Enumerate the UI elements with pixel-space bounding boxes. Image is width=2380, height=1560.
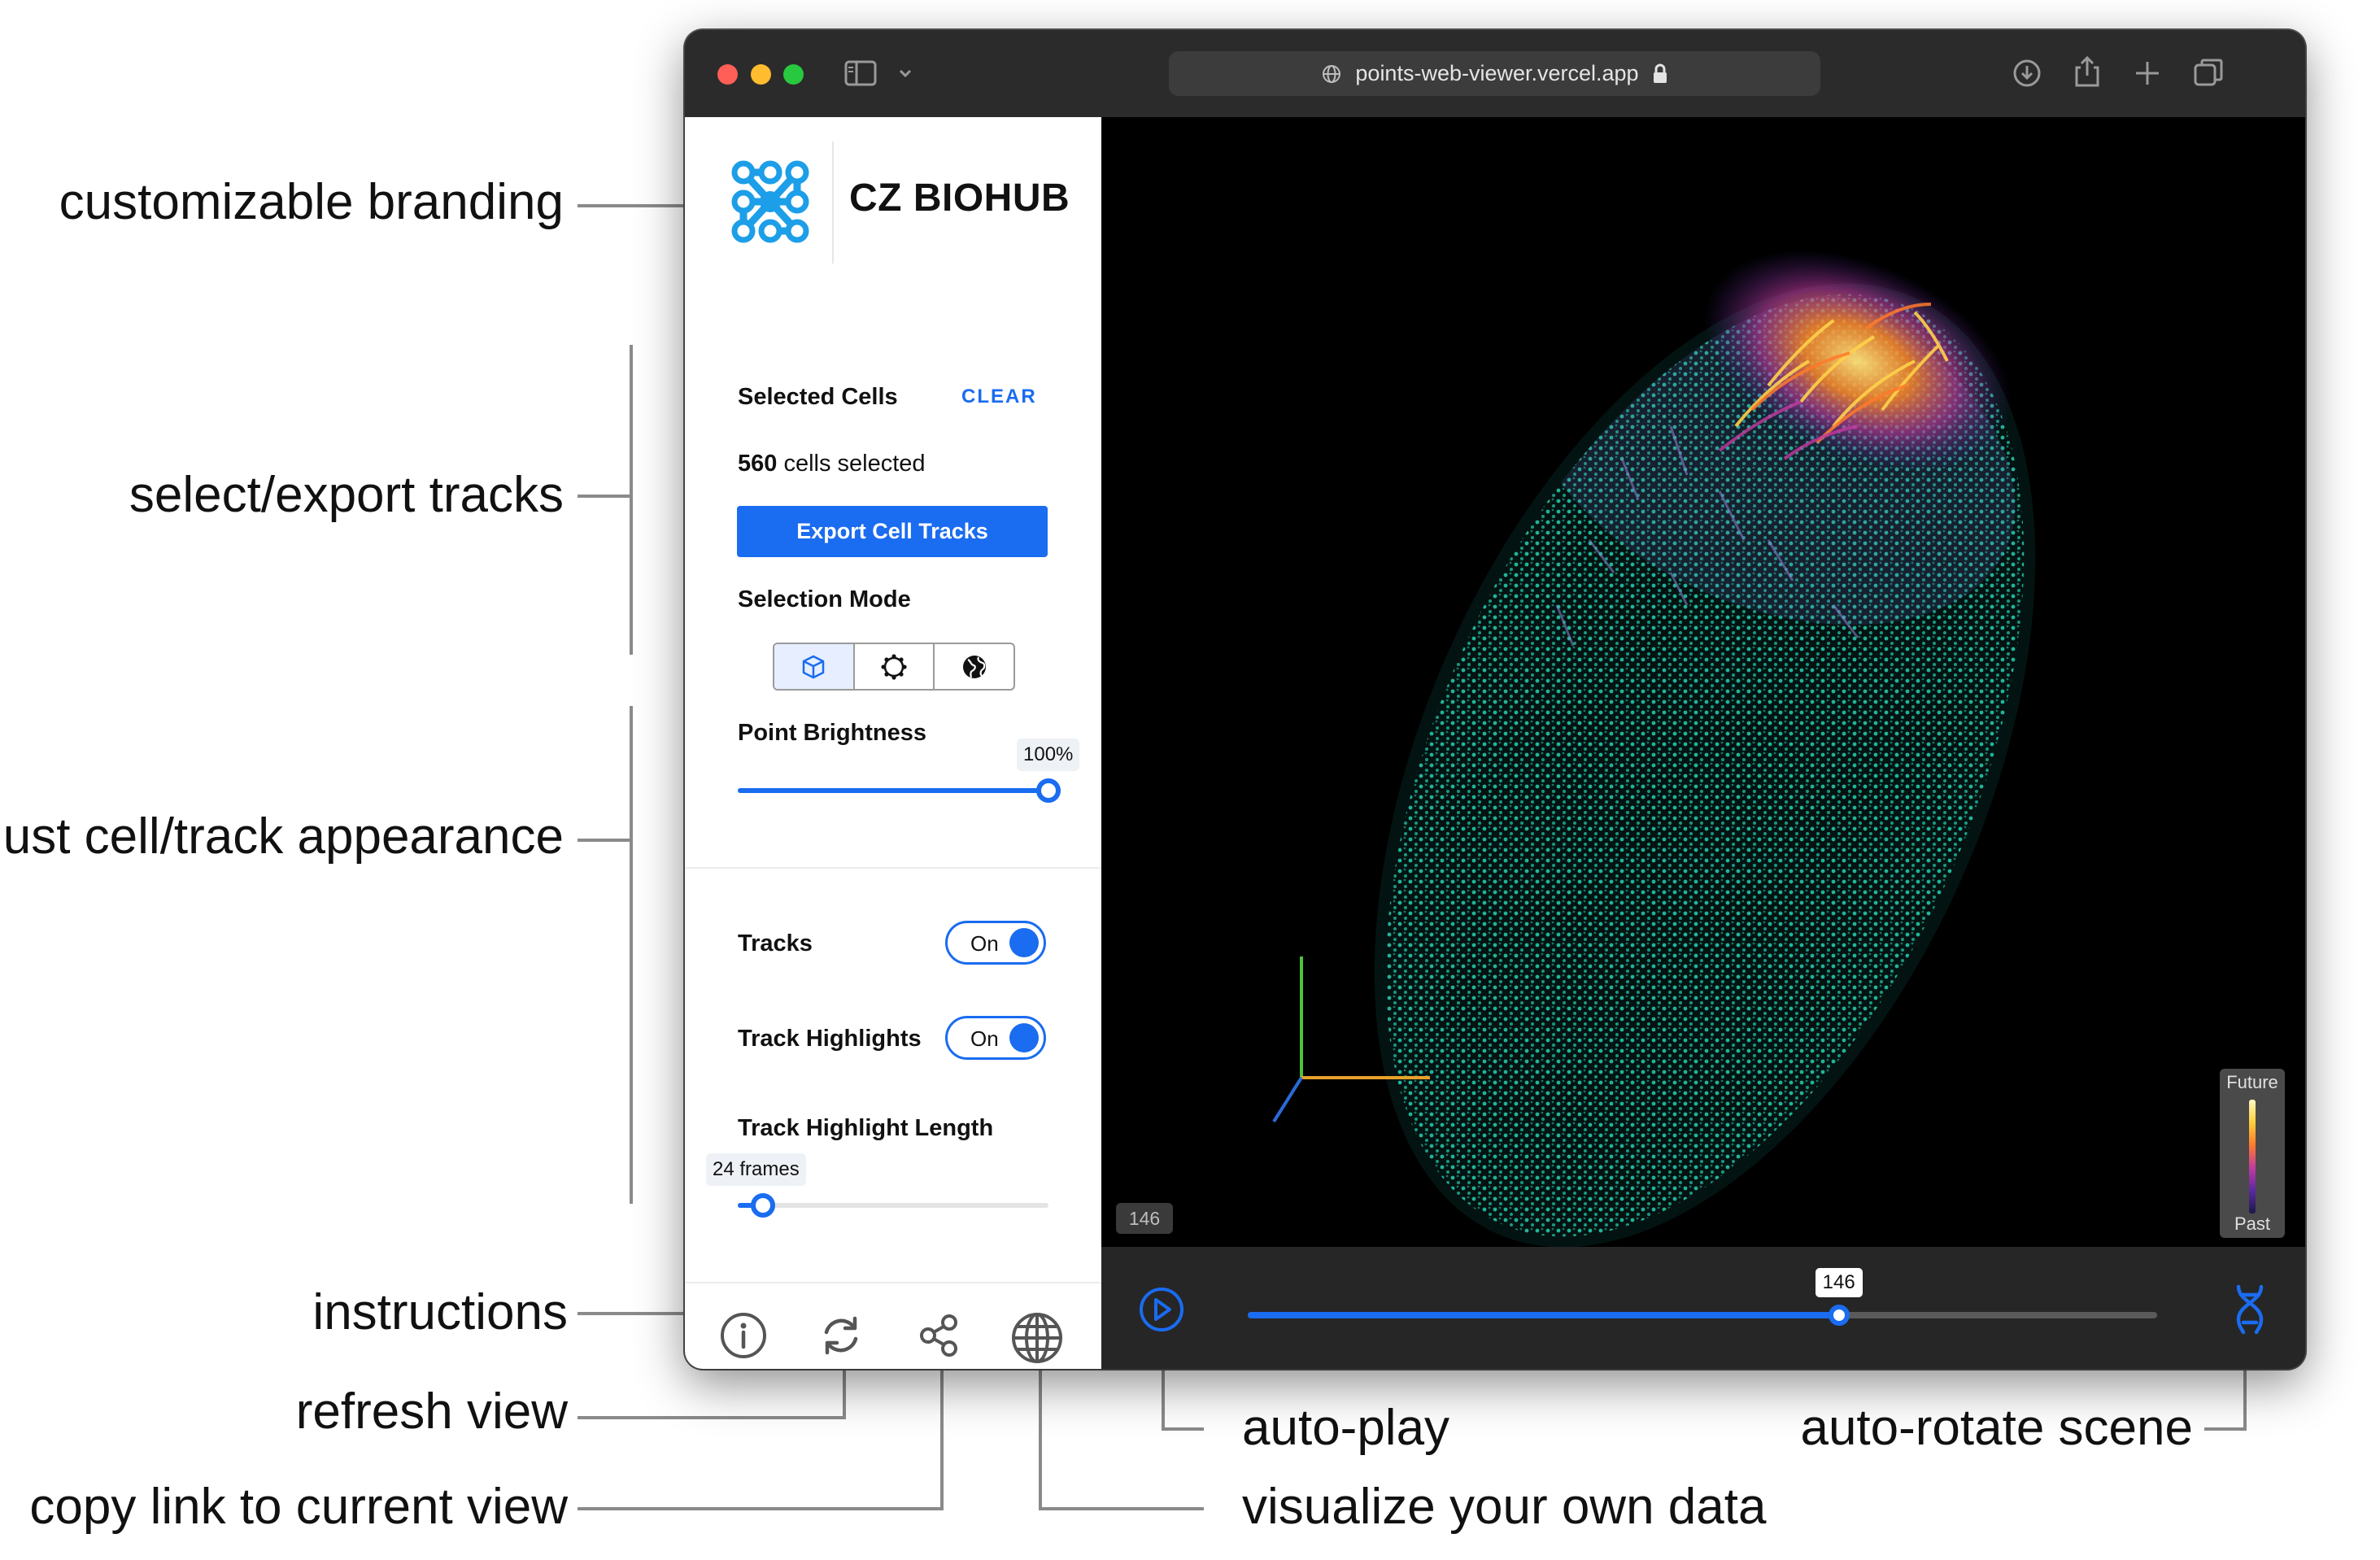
time-color-legend: Future Past <box>2220 1069 2285 1238</box>
selection-mode-globe[interactable] <box>935 644 1013 689</box>
cube-icon <box>803 655 825 678</box>
track-highlights-toggle-label: On <box>970 1026 999 1051</box>
globe-icon <box>1323 64 1341 83</box>
callout-refresh: refresh view <box>295 1384 568 1440</box>
zoom-window-button[interactable] <box>783 64 804 85</box>
timeline-thumb[interactable] <box>1828 1305 1850 1326</box>
track-highlights-label: Track Highlights <box>738 1026 922 1052</box>
track-highlight-length-thumb[interactable] <box>750 1193 775 1218</box>
tracks-toggle[interactable]: On <box>945 921 1046 965</box>
sidebar-icon[interactable] <box>844 60 877 86</box>
callout-appearance: ust cell/track appearance <box>2 808 564 865</box>
brand-divider <box>832 142 834 264</box>
info-icon[interactable] <box>719 1311 768 1360</box>
cell-point-cloud <box>1255 198 2155 1247</box>
track-highlights-toggle-knob <box>1009 1023 1039 1052</box>
legend-past-label: Past <box>2234 1214 2271 1234</box>
share-icon[interactable] <box>2073 54 2102 89</box>
download-icon[interactable] <box>2012 59 2042 88</box>
timeline-slider[interactable] <box>1248 1312 2157 1318</box>
tracks-toggle-knob <box>1009 928 1039 957</box>
chevron-down-icon[interactable] <box>898 68 913 79</box>
brand-name: CZ BIOHUB <box>849 176 1070 220</box>
control-sidebar: CZ BIOHUB Selected Cells CLEAR 560 cells… <box>685 117 1101 1369</box>
browser-window: points-web-viewer.vercel.app <box>685 30 2305 1369</box>
selection-mode-sphere[interactable] <box>855 644 935 689</box>
point-brightness-fill <box>738 788 1048 793</box>
footer-divider <box>685 1282 1101 1283</box>
frame-number-badge: 146 <box>1116 1203 1173 1234</box>
dna-rotate-icon[interactable] <box>2231 1283 2269 1336</box>
sphere-outline-icon <box>881 653 907 680</box>
minimize-window-button[interactable] <box>751 64 771 85</box>
callout-auto-play: auto-play <box>1242 1400 1450 1456</box>
lock-icon <box>1653 63 1667 83</box>
track-highlight-length-fill <box>738 1203 763 1208</box>
track-highlight-length-value: 24 frames <box>706 1153 806 1186</box>
cells-selected-text: 560 cells selected <box>738 451 926 477</box>
globe-icon[interactable] <box>1010 1311 1064 1365</box>
section-divider <box>685 867 1101 869</box>
callout-own-data: visualize your own data <box>1242 1479 1767 1535</box>
track-highlights-toggle[interactable]: On <box>945 1016 1046 1060</box>
point-brightness-label: Point Brightness <box>738 720 927 746</box>
legend-future-label: Future <box>2226 1072 2278 1092</box>
export-cell-tracks-button[interactable]: Export Cell Tracks <box>737 506 1048 557</box>
tracks-toggle-label: On <box>970 931 999 956</box>
selection-mode-label: Selection Mode <box>738 586 911 612</box>
callout-instructions: instructions <box>312 1284 568 1340</box>
clear-selection-button[interactable]: CLEAR <box>961 386 1037 407</box>
timeline-fill <box>1248 1312 1839 1318</box>
share-nodes-icon[interactable] <box>914 1311 963 1360</box>
globe-filled-icon <box>962 655 986 678</box>
cells-selected-count: 560 <box>738 451 778 477</box>
playback-bar: 146 <box>1101 1247 2305 1369</box>
point-brightness-slider[interactable] <box>738 778 1061 803</box>
selection-mode-cube[interactable] <box>774 644 855 689</box>
legend-gradient-bar <box>2249 1100 2256 1214</box>
selection-mode-selector <box>773 643 1015 691</box>
point-brightness-thumb[interactable] <box>1036 778 1061 803</box>
tabs-icon[interactable] <box>2192 57 2225 89</box>
callout-auto-rotate: auto-rotate scene <box>1800 1400 2193 1456</box>
url-text: points-web-viewer.vercel.app <box>1355 61 1639 85</box>
callout-select-export: select/export tracks <box>129 467 564 523</box>
play-icon[interactable] <box>1137 1285 1186 1334</box>
plus-icon[interactable] <box>2134 59 2161 87</box>
timeline-value: 146 <box>1815 1268 1863 1297</box>
track-highlight-length-slider[interactable] <box>738 1193 1048 1218</box>
point-brightness-value: 100% <box>1017 739 1080 771</box>
tracks-label: Tracks <box>738 930 813 956</box>
callout-branding: customizable branding <box>59 174 564 230</box>
close-window-button[interactable] <box>717 64 738 85</box>
3d-viewer-canvas[interactable]: 146 Future Past <box>1101 117 2305 1247</box>
address-bar[interactable]: points-web-viewer.vercel.app <box>1169 51 1820 96</box>
track-highlight-length-label: Track Highlight Length <box>738 1115 994 1141</box>
browser-titlebar: points-web-viewer.vercel.app <box>685 30 2305 119</box>
selected-cells-label: Selected Cells <box>738 384 898 410</box>
callout-copy-link: copy link to current view <box>29 1479 568 1535</box>
cz-biohub-logo <box>731 160 809 243</box>
refresh-icon[interactable] <box>817 1311 865 1360</box>
cells-selected-suffix: cells selected <box>777 451 926 477</box>
